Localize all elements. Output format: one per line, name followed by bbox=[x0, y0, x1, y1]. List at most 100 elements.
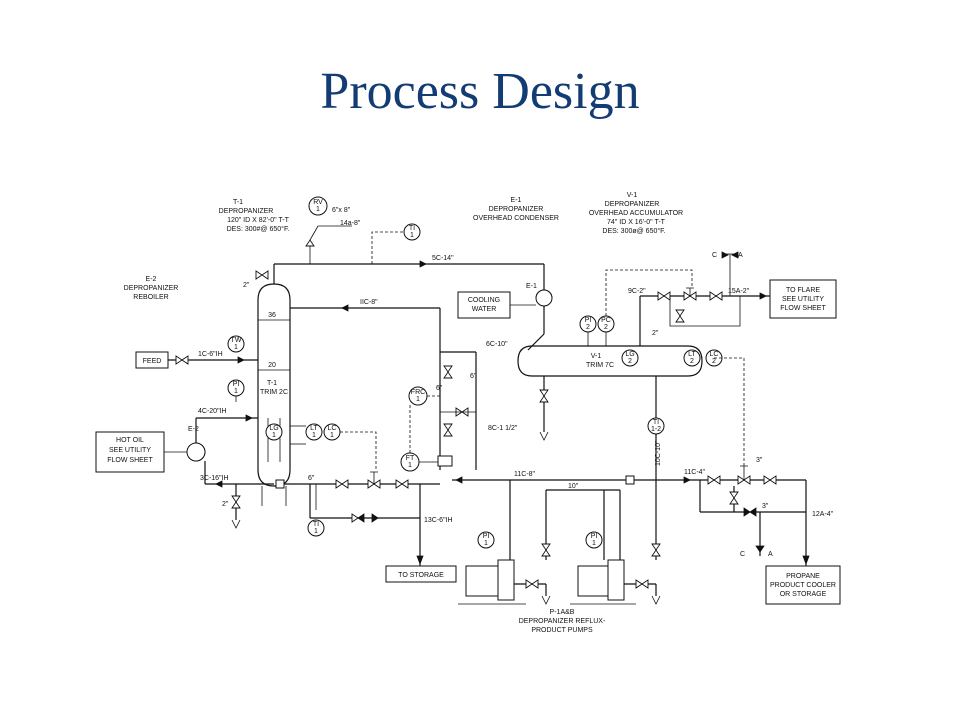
slide-title: Process Design bbox=[320, 63, 640, 120]
pump-10-size: 10" bbox=[568, 483, 579, 490]
rv-line: 14a-8" bbox=[340, 220, 361, 227]
ti1-top-code: TI bbox=[409, 225, 415, 232]
hotoil-out-label: 3C-16"IH bbox=[200, 475, 229, 482]
propane-box-2: PRODUCT COOLER bbox=[770, 582, 836, 589]
flare-box-2: SEE UTILITY bbox=[782, 296, 824, 303]
pc2-num: 2 bbox=[604, 324, 608, 331]
lt1-num: 1 bbox=[312, 432, 316, 439]
feed-line-label: 1C-6"IH bbox=[198, 351, 223, 358]
ft1-num: 1 bbox=[408, 462, 412, 469]
hot-oil-3: FLOW SHEET bbox=[107, 457, 153, 464]
lg2-code: LG bbox=[625, 351, 634, 358]
lc2-code: LC bbox=[710, 351, 719, 358]
flare-a: A bbox=[738, 252, 743, 259]
lc2-num: 2 bbox=[712, 358, 716, 365]
frc1-num: 1 bbox=[416, 396, 420, 403]
v1-header: V-1 DEPROPANIZER OVERHEAD ACCUMULATOR 74… bbox=[589, 192, 683, 235]
ti1-top-num: 1 bbox=[410, 232, 414, 239]
bypass-label: 8C-1 1/2" bbox=[488, 425, 518, 432]
propane-box-3: OR STORAGE bbox=[780, 591, 827, 598]
tower-tag: T-1 bbox=[267, 380, 277, 387]
reflux-line: IIC-8" bbox=[290, 299, 441, 352]
lt2-num: 2 bbox=[690, 358, 694, 365]
e2-tag: E-2 bbox=[188, 426, 199, 433]
product-3b: 3" bbox=[762, 503, 769, 510]
product-line: 11C-4" 3" 3" 12A-4" C A PROPANE PRODUCT … bbox=[656, 357, 841, 605]
accumulator-drum: V-1 TRIM 7C bbox=[517, 345, 703, 441]
flare-box-3: FLOW SHEET bbox=[780, 305, 826, 312]
tower-level-control: LT 1 LC 1 bbox=[290, 423, 377, 470]
lg1-code: LG bbox=[269, 425, 278, 432]
pump-a: PI 1 bbox=[458, 531, 551, 605]
pi-pb-code: PI bbox=[591, 533, 598, 540]
pi2-num: 2 bbox=[586, 324, 590, 331]
reflux-control-loop: 6" 6" 8C-1 1/2" FRC 1 FT 1 bbox=[400, 351, 518, 472]
v1-spec2: DES: 300ø@ 650°F. bbox=[602, 227, 665, 235]
tower-tray-20: 20 bbox=[268, 362, 276, 369]
ti12-code: TI bbox=[653, 419, 659, 426]
e2-name1: DEPROPANIZER bbox=[124, 285, 179, 292]
t1-tag: T-1 bbox=[233, 199, 243, 206]
overhead-line-label: 5C-14" bbox=[432, 255, 454, 262]
pi-pa-code: PI bbox=[483, 533, 490, 540]
pi1-num: 1 bbox=[234, 388, 238, 395]
ft1-code: FT bbox=[406, 455, 415, 462]
overhead-line: 5C-14" 2" bbox=[243, 255, 545, 290]
pi-pa-num: 1 bbox=[484, 540, 488, 547]
pumps-header: P-1A&B DEPROPANIZER REFLUX- PRODUCT PUMP… bbox=[519, 609, 606, 634]
pumps-name1: DEPROPANIZER REFLUX- bbox=[519, 618, 606, 625]
drum-tag: V-1 bbox=[591, 353, 602, 360]
lt2-code: LT bbox=[688, 351, 696, 358]
reflux-label: IIC-8" bbox=[360, 299, 378, 306]
lc1-num: 1 bbox=[330, 432, 334, 439]
frc-6a: 6" bbox=[436, 385, 443, 392]
pump-circuit: 11C-8" 10" 10C-10" TI 1-2 bbox=[452, 376, 665, 560]
v1-name1: DEPROPANIZER bbox=[605, 201, 660, 208]
hot-oil-2: SEE UTILITY bbox=[109, 447, 151, 454]
e1-name2: OVERHEAD CONDENSER bbox=[473, 215, 559, 222]
lt1-code: LT bbox=[310, 425, 318, 432]
rv1-code: RV bbox=[313, 199, 323, 206]
cooling-water-2: WATER bbox=[472, 306, 497, 313]
rv1-num: 1 bbox=[316, 206, 320, 213]
t1-spec2: DES: 300#@ 650°F. bbox=[227, 225, 290, 233]
bottoms-line: 6" 13C-6"IH TO STORAGE TI 1 bbox=[275, 471, 457, 583]
e2-header: E-2 DEPROPANIZER REBOILER bbox=[124, 276, 179, 301]
tw1-num: 1 bbox=[234, 344, 238, 351]
flare-vent: 9C-2" 2" 15A-2" C A TO FLARE SEE UTILITY… bbox=[605, 251, 837, 346]
v1-header-tag: V-1 bbox=[627, 192, 638, 199]
feed-box: FEED bbox=[143, 358, 162, 365]
depropanizer-tower: 36 20 T-1 TRIM 2C bbox=[257, 283, 291, 506]
t1-name: DEPROPANIZER bbox=[219, 208, 274, 215]
propane-box-1: PROPANE bbox=[786, 573, 820, 580]
rv-size: 6"x 8" bbox=[332, 207, 351, 214]
hotoil-in-label: 4C-20"IH bbox=[198, 408, 227, 415]
pi-pb-num: 1 bbox=[592, 540, 596, 547]
top-vent-size: 2" bbox=[243, 282, 250, 289]
product-c: C bbox=[740, 551, 745, 558]
product-a: A bbox=[768, 551, 773, 558]
pumps-name2: PRODUCT PUMPS bbox=[531, 627, 593, 634]
v1-name2: OVERHEAD ACCUMULATOR bbox=[589, 210, 683, 217]
e2-header-tag: E-2 bbox=[146, 276, 157, 283]
tw1-code: TW bbox=[231, 337, 242, 344]
overhead-condenser: E-1 COOLING WATER 6C-10" bbox=[457, 283, 553, 351]
vent-line-label: 9C-2" bbox=[628, 288, 646, 295]
tower-tray-36: 36 bbox=[268, 312, 276, 319]
ti12-num: 1-2 bbox=[651, 426, 661, 433]
pump-disch-label: 11C-8" bbox=[514, 471, 536, 478]
drain-size: 2" bbox=[222, 501, 229, 508]
bottoms-size: 6" bbox=[308, 475, 315, 482]
tower-trim: TRIM 2C bbox=[260, 389, 288, 396]
frc1-code: FRC bbox=[411, 389, 425, 396]
pump-b: PI 1 bbox=[570, 531, 661, 605]
e1-header: E-1 DEPROPANIZER OVERHEAD CONDENSER bbox=[473, 197, 559, 222]
storage-box: TO STORAGE bbox=[398, 572, 444, 579]
e2-name2: REBOILER bbox=[133, 294, 168, 301]
flare-box-1: TO FLARE bbox=[786, 287, 820, 294]
vent-size: 2" bbox=[652, 330, 659, 337]
storage-line-label: 13C-6"IH bbox=[424, 517, 453, 524]
lg2-num: 2 bbox=[628, 358, 632, 365]
flare-c: C bbox=[712, 252, 717, 259]
